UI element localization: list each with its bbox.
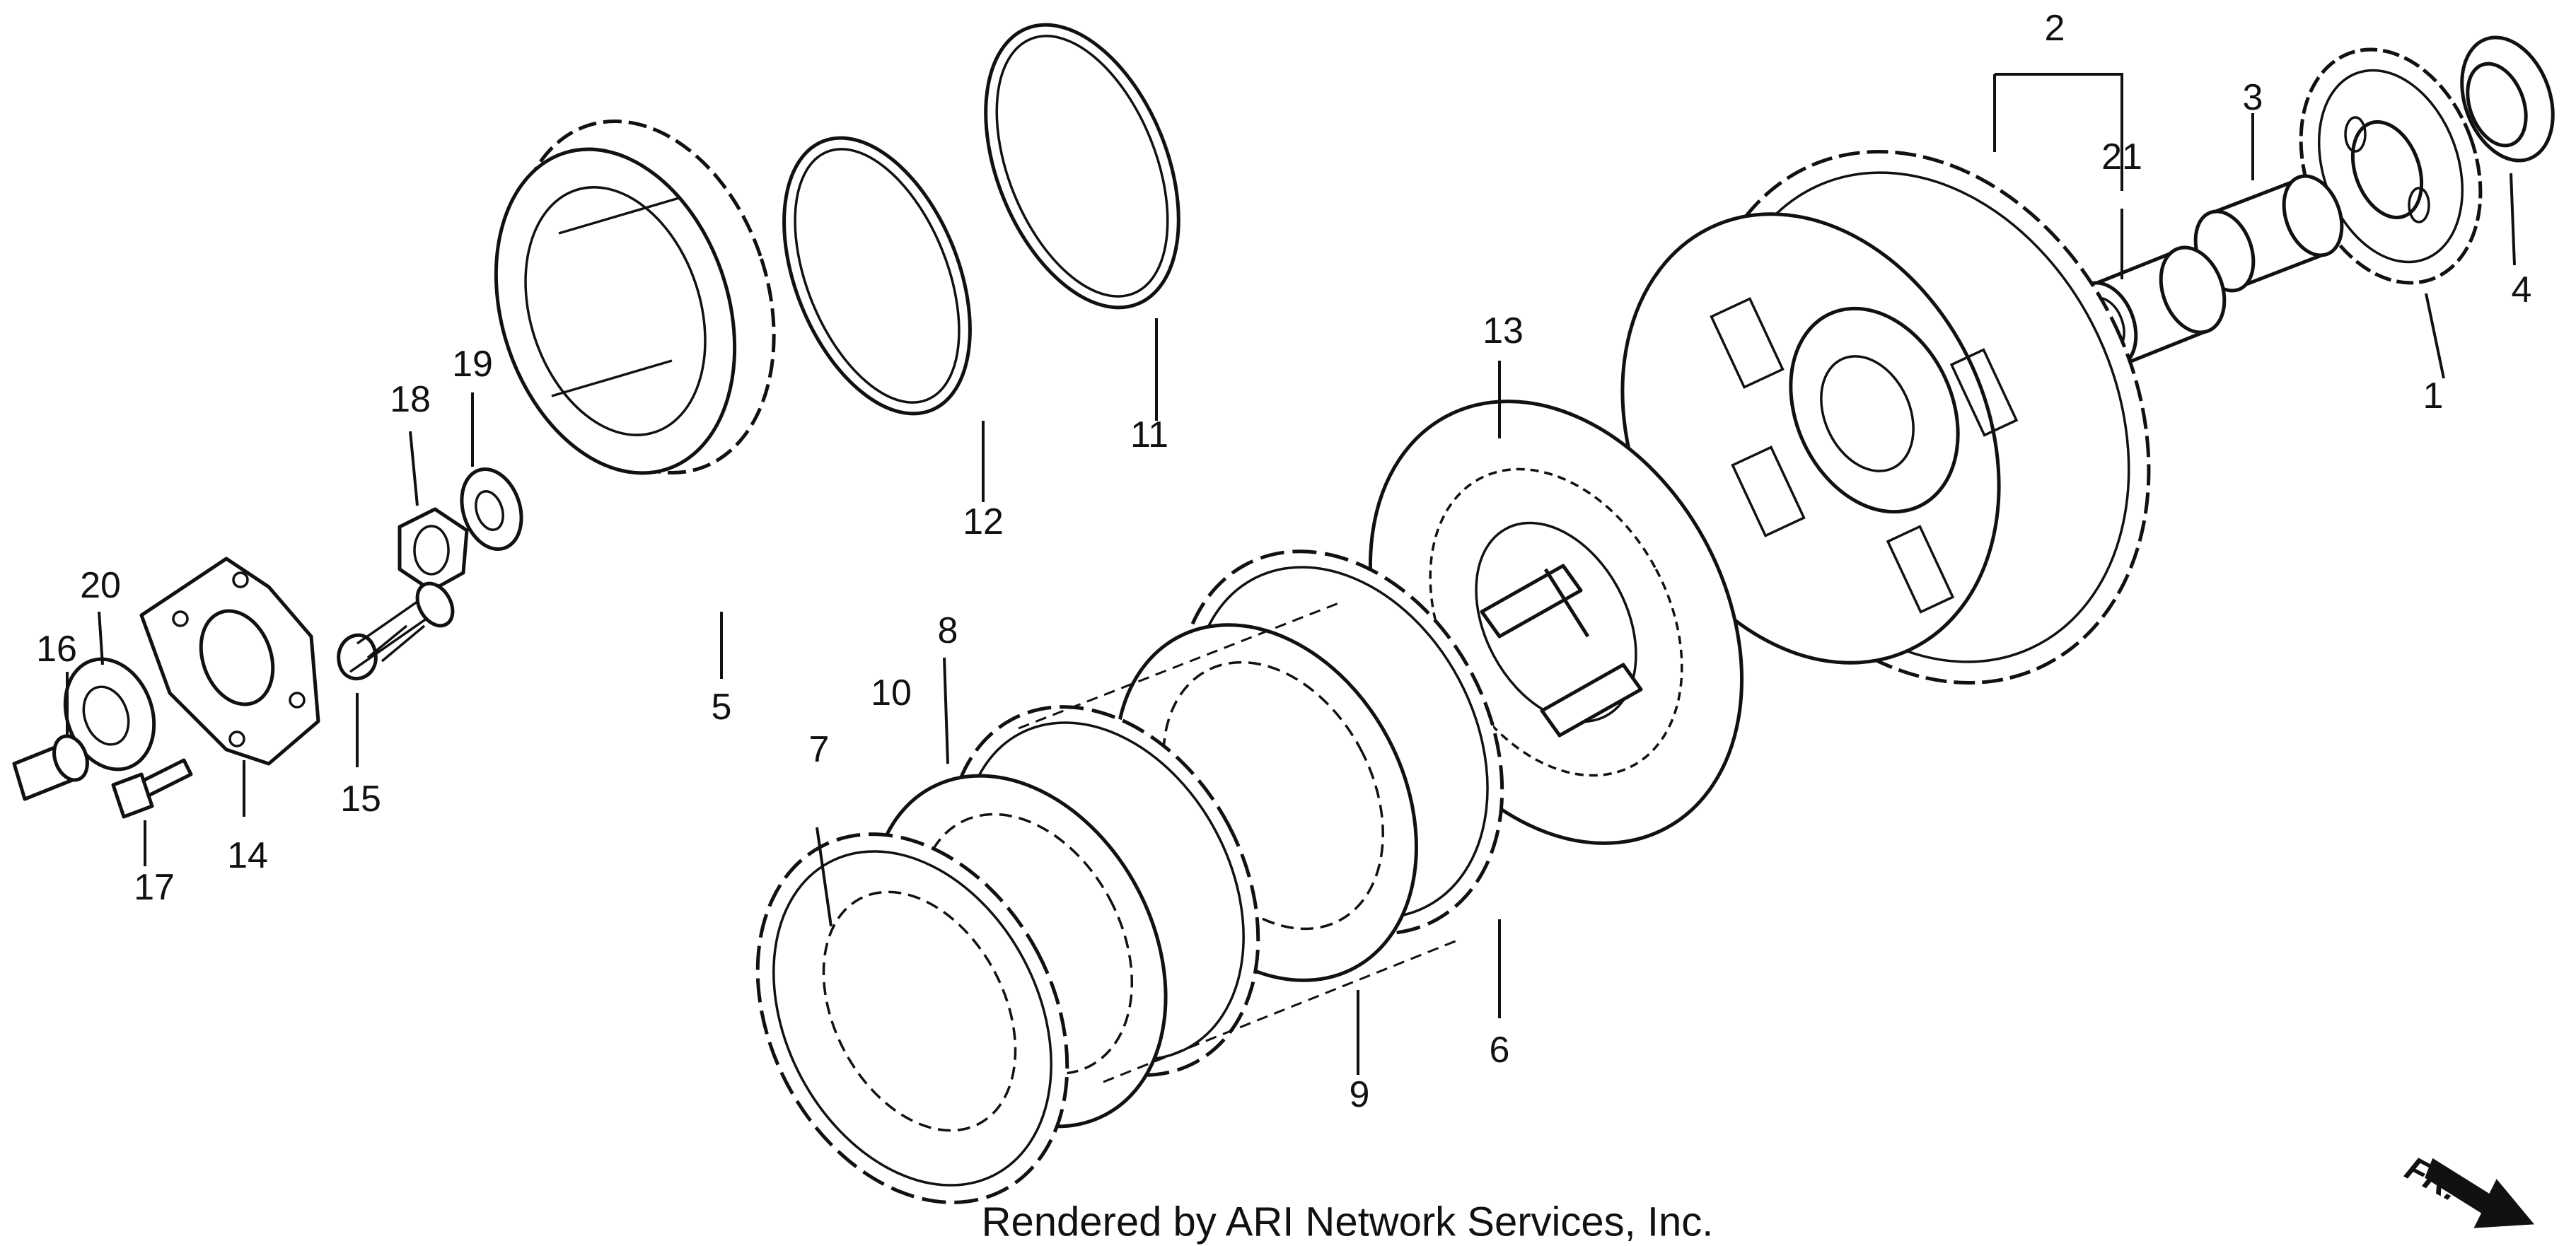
part-5-clutch-center: [494, 120, 776, 475]
part-15-spring: [337, 581, 455, 681]
callout-10: 10: [871, 673, 912, 714]
callout-4: 4: [2511, 269, 2532, 310]
callout-14: 14: [227, 835, 268, 876]
callout-18: 18: [390, 379, 431, 420]
callout-8: 8: [937, 610, 958, 651]
callout-21: 21: [2101, 136, 2142, 177]
callout-5: 5: [711, 687, 732, 728]
callout-16: 16: [36, 629, 77, 670]
part-12-o-ring: [782, 136, 972, 416]
callout-11: 11: [1130, 414, 1168, 455]
part-11-o-ring: [984, 23, 1180, 310]
part-16-lifter-piece: [12, 734, 89, 801]
leader-lines: [66, 73, 2516, 1075]
callout-9: 9: [1349, 1074, 1370, 1115]
part-14-lifter-plate: [139, 557, 320, 766]
part-19-washer: [460, 467, 523, 552]
callout-3: 3: [2242, 77, 2263, 118]
part-20-bearing: [63, 657, 156, 772]
callout-2: 2: [2044, 8, 2065, 49]
callout-17: 17: [134, 867, 175, 908]
callout-7: 7: [808, 729, 830, 770]
part-1-sprocket: [2299, 47, 2483, 285]
callout-19: 19: [452, 344, 493, 385]
callout-15: 15: [340, 779, 381, 820]
arrow-down-right-icon: [2425, 1158, 2535, 1228]
part-17-bolt: [111, 758, 193, 819]
callout-13: 13: [1483, 310, 1524, 351]
callout-1: 1: [2423, 375, 2444, 417]
render-credit: Rendered by ARI Network Services, Inc.: [981, 1199, 1714, 1245]
part-2-clutch-outer: [1620, 149, 2151, 685]
part-18-lock-nut: [398, 507, 469, 593]
callout-6: 6: [1489, 1030, 1510, 1071]
part-4-collar: [2460, 35, 2555, 163]
callout-12: 12: [963, 501, 1004, 542]
callout-20: 20: [80, 565, 121, 606]
